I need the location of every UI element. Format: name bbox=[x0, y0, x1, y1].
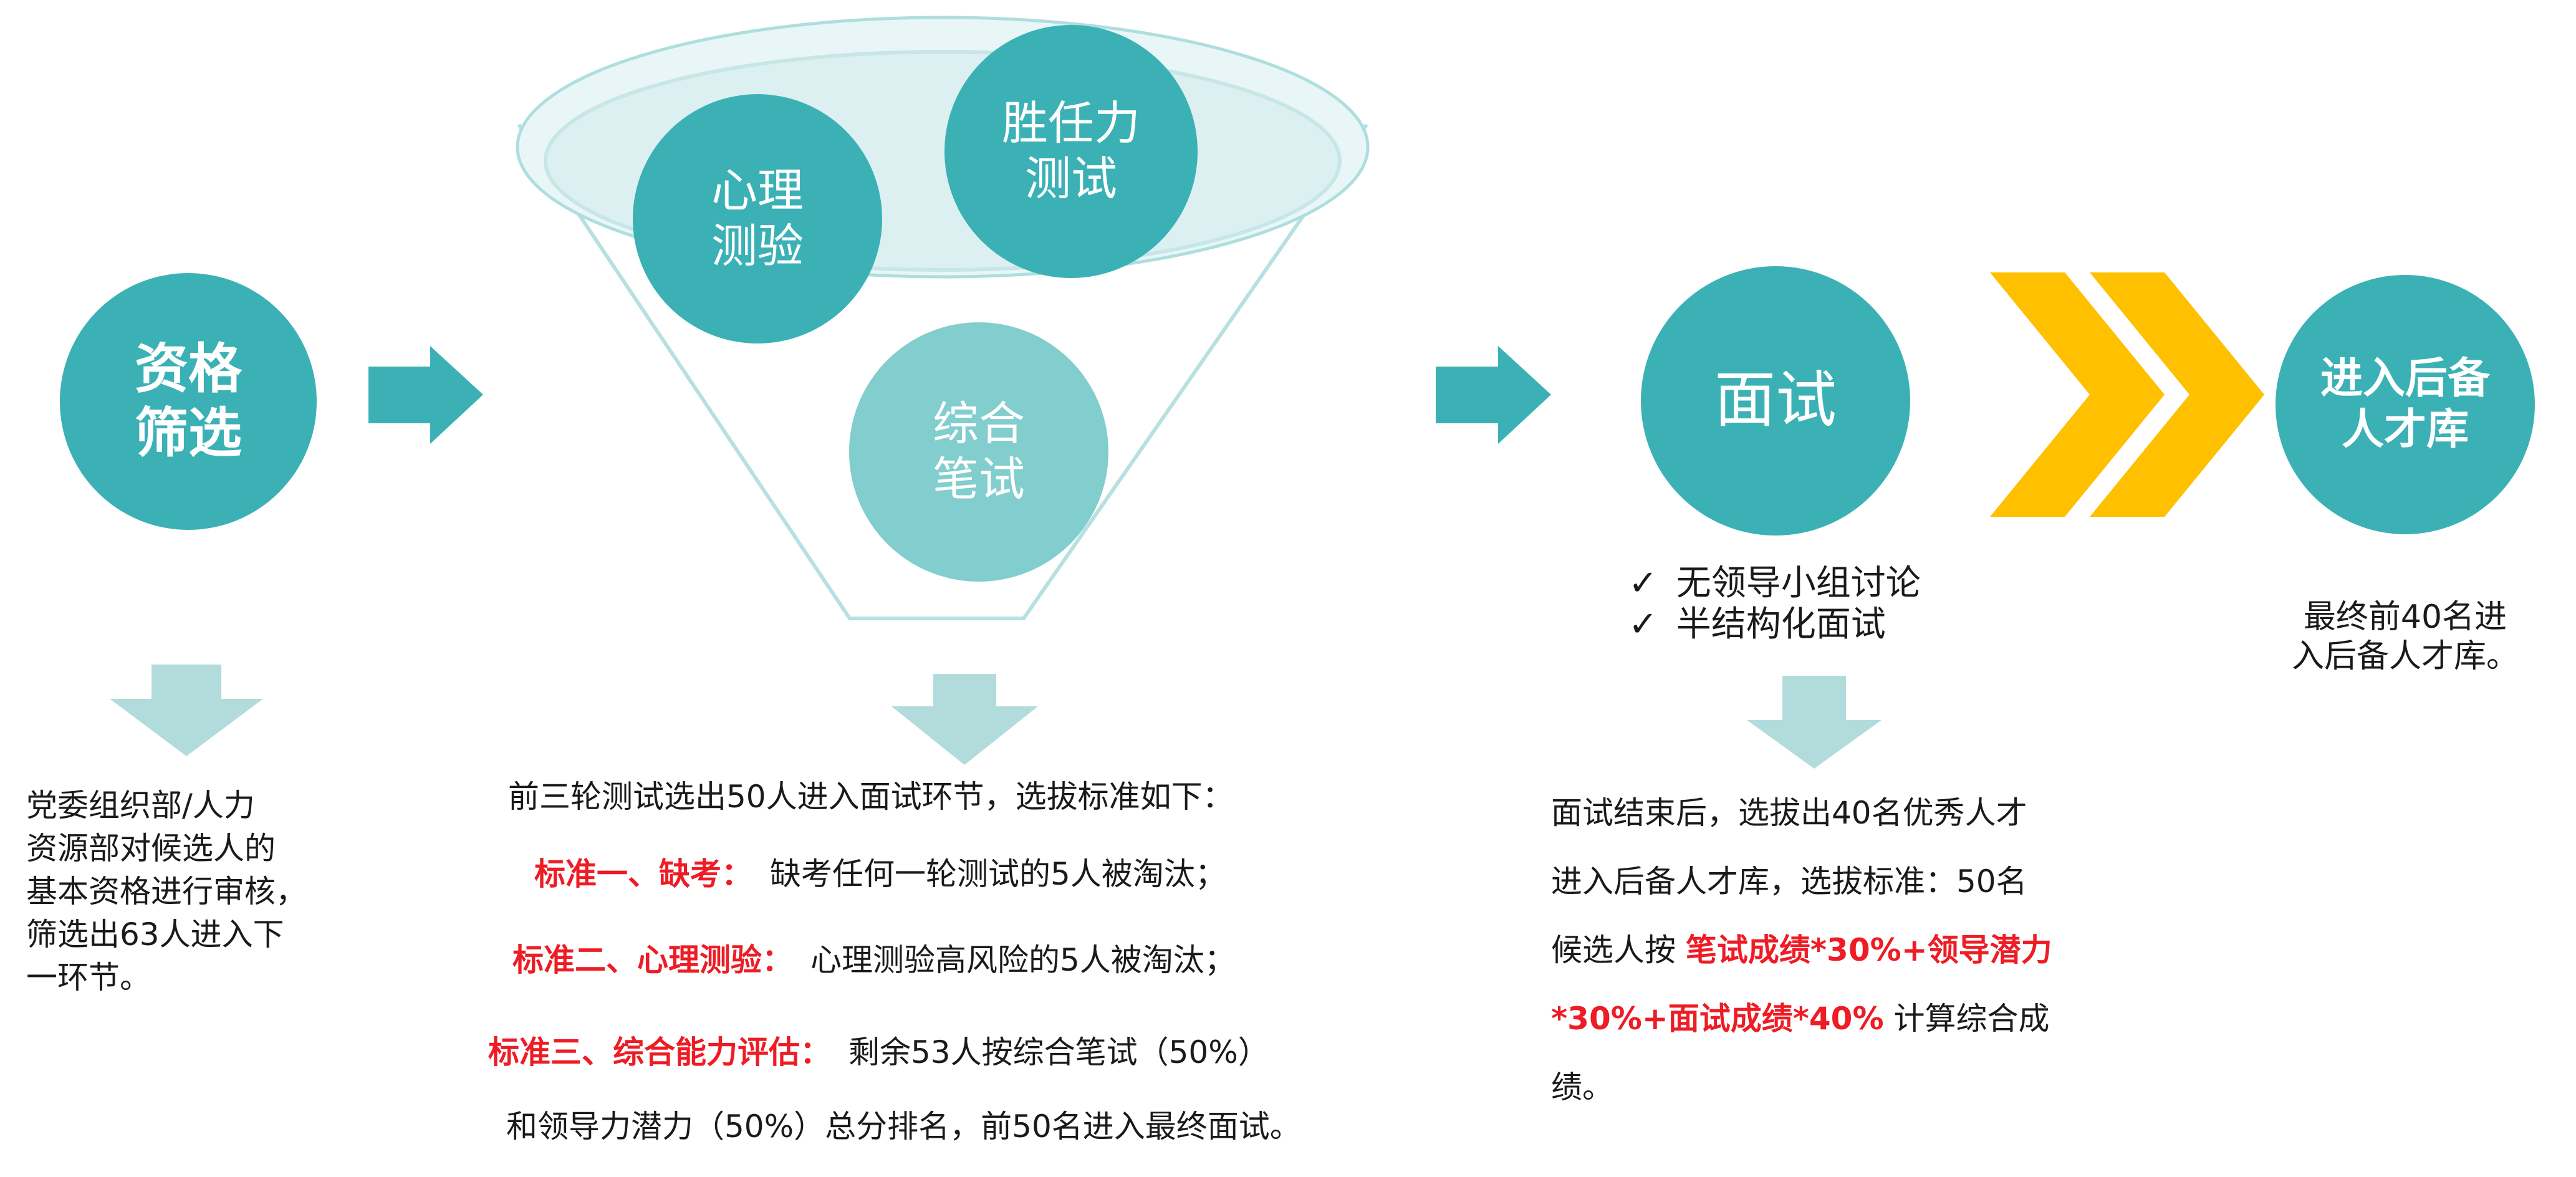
down-arrow-icon bbox=[1747, 676, 1882, 769]
competency-test-circle bbox=[944, 25, 1198, 278]
chevron-right-icon bbox=[2090, 272, 2264, 517]
written-test-circle bbox=[849, 322, 1108, 582]
qualification-label: 资格 筛选 bbox=[135, 337, 242, 464]
right-arrow-icon bbox=[1436, 346, 1551, 444]
criteria-item: 标准二、心理测验：心理测验高风险的5人被淘汰； bbox=[512, 942, 1236, 978]
list-item: ✓ 无领导小组讨论 bbox=[1628, 563, 1921, 603]
qualification-description: 党委组织部/人力 资源部对候选人的 基本资格进行审核， 筛选出63人进入下 一环… bbox=[26, 787, 307, 996]
competency-test-label: 胜任力 测试 bbox=[1002, 97, 1140, 206]
checkmark-icon: ✓ bbox=[1628, 563, 1658, 603]
reserve-pool-circle bbox=[2276, 275, 2535, 534]
criteria-intro: 前三轮测试选出50人进入面试环节，选拔标准如下： bbox=[508, 779, 1234, 815]
interview-circle bbox=[1641, 266, 1910, 536]
psych-test-circle bbox=[633, 94, 882, 343]
interview-label: 面试 bbox=[1714, 365, 1837, 436]
criteria-continuation: 和领导力潜力（50%）总分排名，前50名进入最终面试。 bbox=[506, 1108, 1301, 1145]
psych-test-label: 心理 测验 bbox=[711, 164, 804, 273]
final-note: 最终前40名进 入后备人才库。 bbox=[2291, 598, 2519, 676]
written-test-label: 综合 笔试 bbox=[933, 397, 1025, 506]
down-arrow-icon bbox=[110, 665, 263, 756]
qualification-circle bbox=[60, 273, 317, 530]
interview-methods-list: ✓ 无领导小组讨论 ✓ 半结构化面试 bbox=[1628, 563, 1921, 645]
chevron-right-icon bbox=[1990, 272, 2165, 517]
criteria-item: 标准三、综合能力评估：剩余53人按综合笔试（50%） bbox=[488, 1034, 1269, 1070]
list-item: ✓ 半结构化面试 bbox=[1628, 604, 1886, 645]
checkmark-icon: ✓ bbox=[1628, 604, 1658, 645]
criteria-item: 标准一、缺考：缺考任何一轮测试的5人被淘汰； bbox=[534, 856, 1226, 892]
down-arrow-icon bbox=[892, 674, 1038, 765]
reserve-pool-label: 进入后备 人才库 bbox=[2320, 354, 2490, 454]
right-arrow-icon bbox=[368, 346, 483, 444]
